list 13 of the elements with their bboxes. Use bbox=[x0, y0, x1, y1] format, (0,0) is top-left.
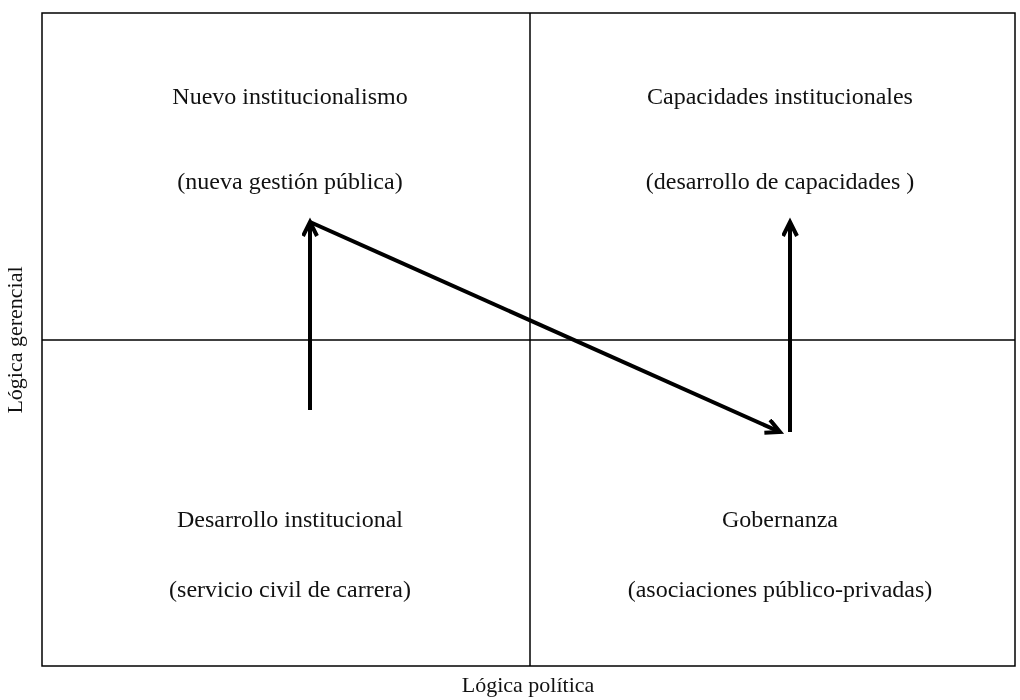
quadrant-title: Nuevo institucionalismo bbox=[172, 83, 408, 110]
quadrant-subtitle: (nueva gestión pública) bbox=[177, 168, 403, 195]
quadrant-subtitle: (desarrollo de capacidades ) bbox=[645, 168, 915, 195]
quadrant-subtitle: (servicio civil de carrera) bbox=[169, 576, 411, 603]
quadrant-title: Desarrollo institucional bbox=[177, 506, 403, 533]
axis-label: Lógica política bbox=[461, 672, 595, 699]
axis-label: Lógica gerencial bbox=[2, 266, 28, 414]
arrow bbox=[309, 220, 782, 435]
quadrant-subtitle: (asociaciones público-privadas) bbox=[627, 576, 933, 603]
arrow bbox=[781, 220, 799, 432]
arrow bbox=[301, 220, 319, 410]
quadrant-title: Capacidades institucionales bbox=[647, 83, 913, 110]
quadrant-title: Gobernanza bbox=[722, 506, 838, 533]
